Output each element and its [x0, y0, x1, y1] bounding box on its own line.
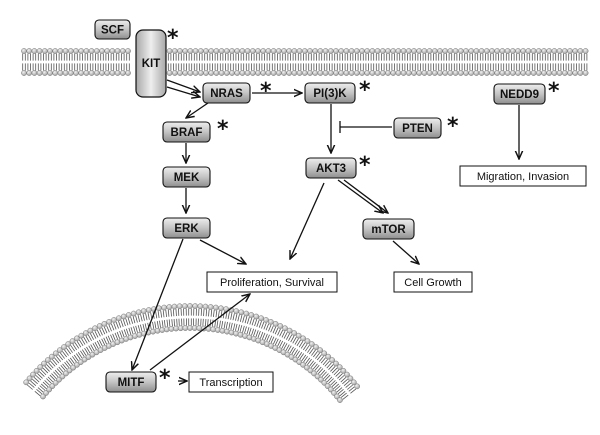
- proliferation-label: Proliferation, Survival: [220, 277, 324, 289]
- pathway-edges: [132, 79, 519, 381]
- nedd9-node: NEDD9: [493, 83, 546, 105]
- migration-label: Migration, Invasion: [477, 171, 569, 183]
- nras-node: NRAS: [202, 82, 251, 104]
- nuclear-membrane: [23, 303, 360, 403]
- akt3-mutation-marker: *: [359, 153, 371, 178]
- cell-growth-label: Cell Growth: [404, 277, 461, 289]
- scf-node: SCF: [94, 19, 131, 40]
- akt3-label: AKT3: [316, 163, 346, 175]
- kit-label: KIT: [142, 58, 161, 70]
- kit-mutation-marker: *: [167, 26, 179, 51]
- edge-erk-proliferation: [199, 239, 246, 264]
- mitf-label: MITF: [118, 377, 145, 389]
- nras-mutation-marker: *: [260, 79, 272, 104]
- pi3k-mutation-marker: *: [359, 78, 371, 103]
- cell-growth-outcome: Cell Growth: [393, 271, 473, 293]
- pten-label: PTEN: [402, 123, 433, 135]
- nedd9-label: NEDD9: [500, 89, 539, 101]
- pi3k-node: PI(3)K: [304, 82, 356, 104]
- kit-receptor: KIT: [135, 29, 167, 98]
- scf-label: SCF: [101, 25, 124, 37]
- pi3k-label: PI(3)K: [313, 88, 347, 100]
- edge-akt3-mtor-2: [343, 179, 388, 213]
- mtor-label: mTOR: [371, 224, 406, 236]
- proliferation-outcome: Proliferation, Survival: [206, 271, 338, 293]
- erk-label: ERK: [174, 223, 199, 235]
- transcription-outcome: Transcription: [188, 371, 274, 393]
- pten-mutation-marker: *: [447, 114, 459, 139]
- mitf-mutation-marker: *: [159, 366, 171, 391]
- edge-erk-mitf: [132, 238, 184, 370]
- mtor-node: mTOR: [362, 218, 415, 240]
- edge-akt3-mtor-1: [337, 179, 383, 213]
- nedd9-mutation-marker: *: [548, 79, 560, 104]
- braf-node: BRAF: [162, 121, 211, 143]
- migration-outcome: Migration, Invasion: [459, 165, 587, 187]
- transcription-label: Transcription: [199, 377, 262, 389]
- nras-label: NRAS: [210, 88, 243, 100]
- edge-nras-braf: [186, 102, 209, 118]
- edge-kit-nras-1: [166, 79, 200, 92]
- edge-kit-nras-2: [166, 86, 200, 97]
- erk-node: ERK: [162, 217, 211, 239]
- plasma-membrane: [21, 48, 589, 76]
- edge-mtor-cellgrowth: [392, 240, 419, 264]
- pten-node: PTEN: [393, 117, 442, 139]
- mitf-node: MITF: [105, 371, 157, 393]
- mek-label: MEK: [174, 172, 200, 184]
- braf-label: BRAF: [171, 127, 203, 139]
- edge-akt3-proliferation: [290, 182, 325, 259]
- edge-pten-inhibits-pi3k: [339, 121, 392, 133]
- mek-node: MEK: [162, 166, 211, 188]
- edge-mitf-proliferation: [149, 294, 250, 371]
- akt3-node: AKT3: [305, 157, 357, 179]
- braf-mutation-marker: *: [217, 117, 229, 142]
